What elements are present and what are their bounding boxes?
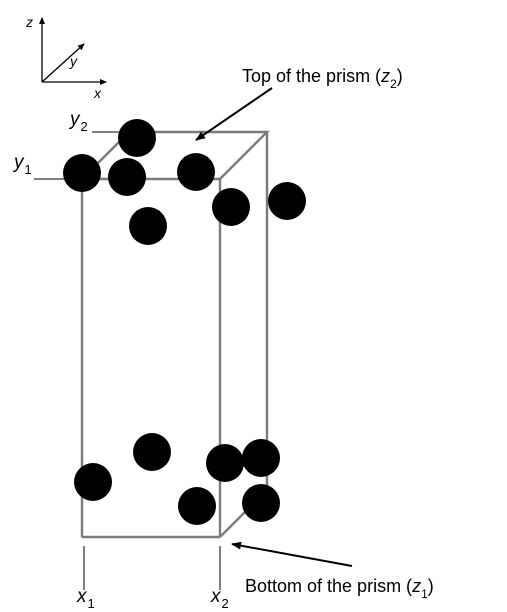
particle xyxy=(177,153,215,191)
z-axis-label: z xyxy=(25,14,33,30)
y2-label: y2 xyxy=(68,109,88,134)
bottom-annotation-label: Bottom of the prism (z1) xyxy=(245,576,434,601)
y-axis-arrow xyxy=(41,43,85,83)
particle xyxy=(242,439,280,477)
particles xyxy=(63,119,306,525)
x-axis-label: x xyxy=(93,85,102,101)
particle xyxy=(212,188,250,226)
x2-label: x2 xyxy=(210,586,229,611)
particle xyxy=(108,158,146,196)
particle xyxy=(268,182,306,220)
x1-label: x1 xyxy=(76,586,95,611)
top-annotation-label: Top of the prism (z2) xyxy=(242,66,403,91)
particle xyxy=(206,444,244,482)
particle xyxy=(129,207,167,245)
particle xyxy=(133,433,171,471)
particle xyxy=(242,484,280,522)
reference-lines xyxy=(34,131,221,590)
bottom-annotation-arrow xyxy=(231,541,353,567)
y1-label: y1 xyxy=(12,152,32,177)
particle xyxy=(63,154,101,192)
axes-icon: z y x xyxy=(25,14,107,101)
particle xyxy=(74,463,112,501)
particle xyxy=(178,487,216,525)
particle xyxy=(118,119,156,157)
top-annotation-arrow xyxy=(195,87,273,141)
y-axis-label: y xyxy=(69,53,78,69)
